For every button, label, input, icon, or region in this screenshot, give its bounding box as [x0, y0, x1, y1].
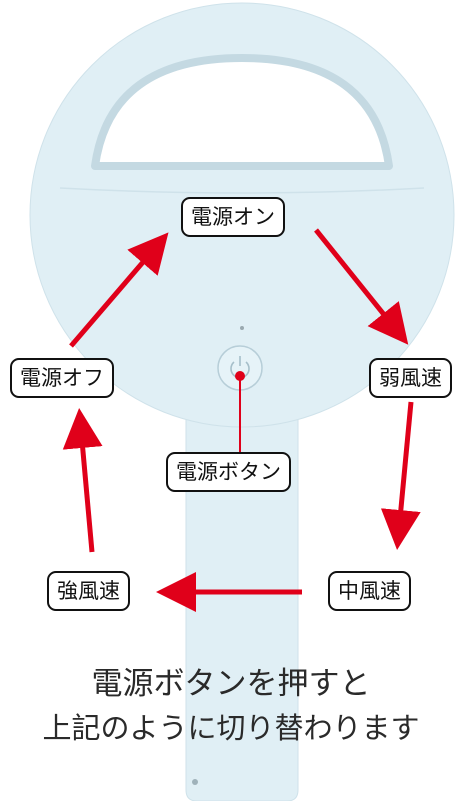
label-strong-wind: 強風速 [47, 571, 130, 611]
label-power-off: 電源オフ [10, 358, 114, 398]
fan-seam [59, 187, 425, 194]
caption-line-1: 電源ボタンを押すと [91, 666, 371, 702]
caption-line-2: 上記のように切り替わります [42, 711, 420, 745]
indicator-light [240, 326, 244, 330]
arrow-on-to-weak [314, 228, 409, 345]
label-power-button: 電源ボタン [166, 452, 291, 492]
label-power-on: 電源オン [181, 197, 285, 237]
label-weak-wind: 弱風速 [369, 358, 452, 398]
grip-hole [91, 54, 393, 170]
arrow-off-to-on [69, 232, 169, 348]
label-medium-wind: 中風速 [328, 571, 411, 611]
arrow-strong-to-off [62, 408, 103, 553]
arrow-weak-to-medium [380, 401, 421, 550]
lanyard-hole [192, 779, 198, 785]
